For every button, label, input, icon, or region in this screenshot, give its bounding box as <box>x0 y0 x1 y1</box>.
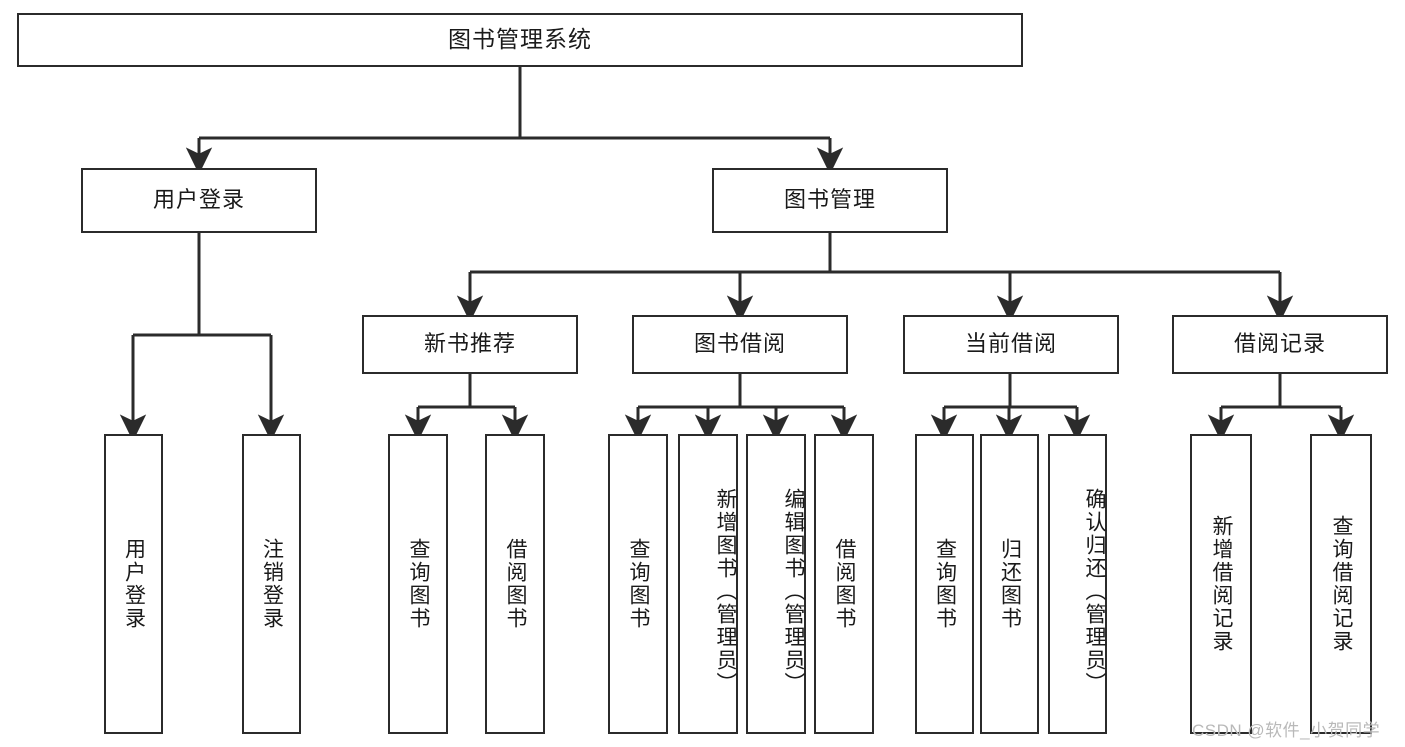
node-book-borrow[interactable]: 图书借阅 <box>632 315 848 374</box>
leaf-current-return[interactable]: 归还图书 <box>980 434 1039 734</box>
leaf-newbook-borrow[interactable]: 借阅图书 <box>485 434 545 734</box>
leaf-user-logout-label: 注销登录 <box>260 538 284 630</box>
leaf-borrow-add-book[interactable]: 新增图书（管理员） <box>678 434 738 734</box>
leaf-borrow-edit-book[interactable]: 编辑图书（管理员） <box>746 434 806 734</box>
node-root[interactable]: 图书管理系统 <box>17 13 1023 67</box>
leaf-borrow-add-book-label: 新增图书（管理员） <box>714 487 737 695</box>
leaf-record-query-label: 查询借阅记录 <box>1330 515 1354 653</box>
leaf-borrow-edit-book-label: 编辑图书（管理员） <box>782 487 805 695</box>
leaf-newbook-query-label: 查询图书 <box>407 538 431 630</box>
node-book-management-label: 图书管理 <box>783 187 876 213</box>
node-current-borrow[interactable]: 当前借阅 <box>903 315 1119 374</box>
leaf-borrow-query[interactable]: 查询图书 <box>608 434 668 734</box>
node-new-book-recommend[interactable]: 新书推荐 <box>362 315 578 374</box>
leaf-current-confirm-return[interactable]: 确认归还（管理员） <box>1048 434 1107 734</box>
leaf-current-query-label: 查询图书 <box>933 538 957 630</box>
node-borrow-record-label: 借阅记录 <box>1233 331 1326 357</box>
leaf-borrow-lend-book[interactable]: 借阅图书 <box>814 434 874 734</box>
leaf-user-login[interactable]: 用户登录 <box>104 434 163 734</box>
node-user-login[interactable]: 用户登录 <box>81 168 317 233</box>
node-borrow-record[interactable]: 借阅记录 <box>1172 315 1388 374</box>
leaf-user-login-label: 用户登录 <box>122 538 146 630</box>
node-root-label: 图书管理系统 <box>448 26 592 53</box>
leaf-newbook-query[interactable]: 查询图书 <box>388 434 448 734</box>
leaf-record-add[interactable]: 新增借阅记录 <box>1190 434 1252 734</box>
leaf-current-query[interactable]: 查询图书 <box>915 434 974 734</box>
node-new-book-recommend-label: 新书推荐 <box>423 331 516 357</box>
leaf-record-add-label: 新增借阅记录 <box>1210 515 1234 653</box>
csdn-watermark: CSDN @软件_小贺同学 <box>1192 721 1381 740</box>
leaf-newbook-borrow-label: 借阅图书 <box>504 538 528 630</box>
node-user-login-label: 用户登录 <box>152 187 245 213</box>
leaf-record-query[interactable]: 查询借阅记录 <box>1310 434 1372 734</box>
leaf-current-confirm-return-label: 确认归还（管理员） <box>1083 487 1106 695</box>
leaf-current-return-label: 归还图书 <box>998 538 1022 630</box>
node-book-management[interactable]: 图书管理 <box>712 168 948 233</box>
leaf-borrow-lend-book-label: 借阅图书 <box>833 538 857 630</box>
node-book-borrow-label: 图书借阅 <box>693 331 786 357</box>
leaf-borrow-query-label: 查询图书 <box>627 538 651 630</box>
node-current-borrow-label: 当前借阅 <box>964 331 1057 357</box>
leaf-user-logout[interactable]: 注销登录 <box>242 434 301 734</box>
